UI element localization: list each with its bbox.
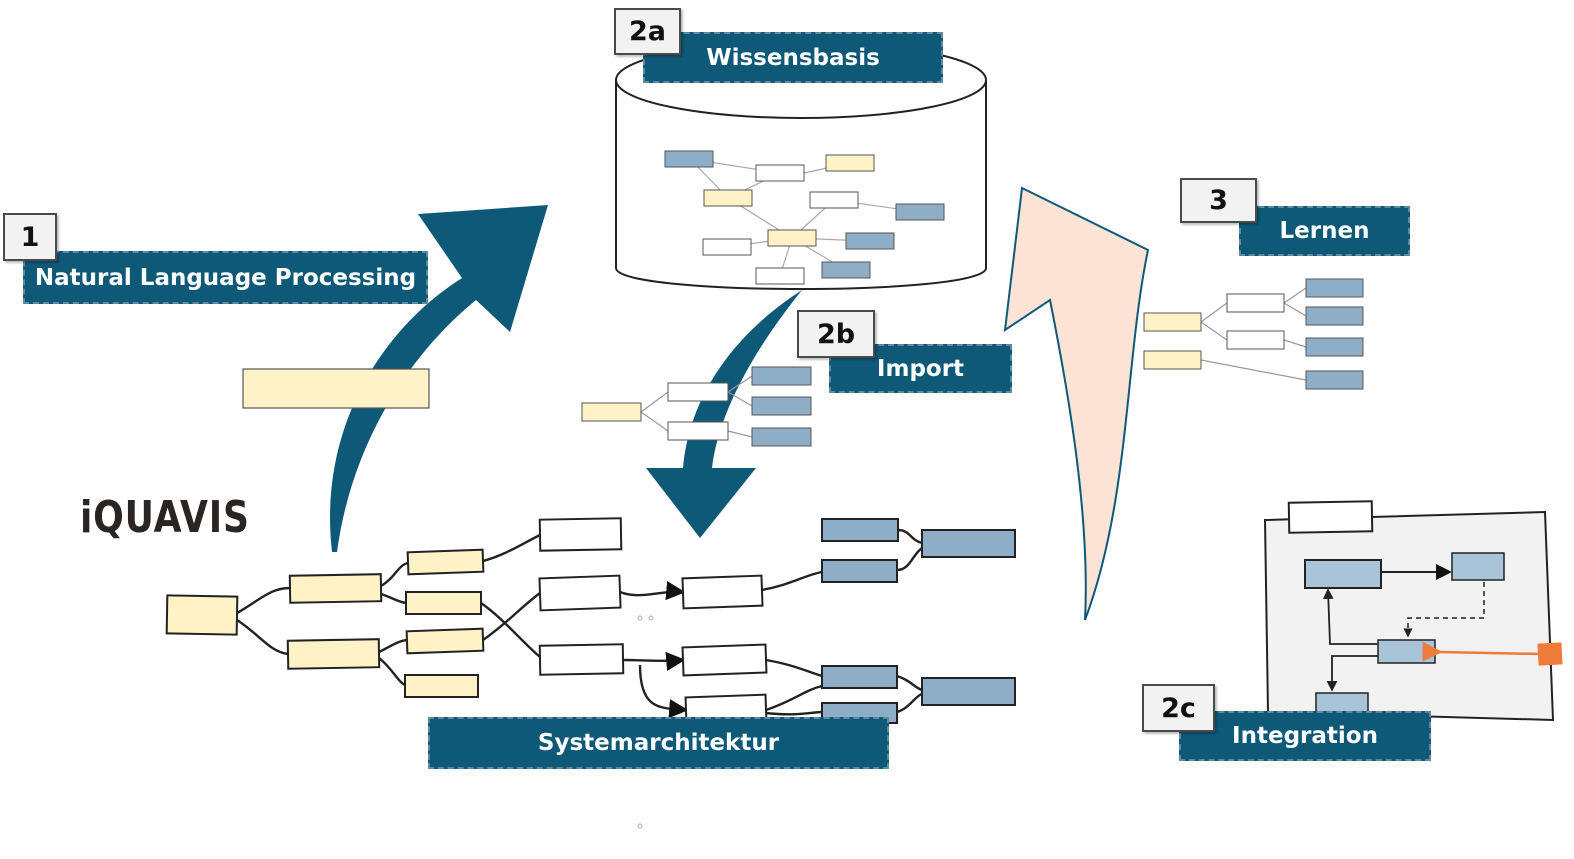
nlp-arrow bbox=[330, 205, 548, 552]
knowledge-base-label: Wissensbasis bbox=[643, 32, 943, 83]
step-2c-badge: 2c bbox=[1142, 684, 1215, 732]
knowledge-graph-nodes bbox=[664, 150, 945, 285]
step-2b-badge: 2b bbox=[797, 310, 875, 358]
step-3-badge: 3 bbox=[1180, 178, 1257, 223]
step-1-badge: 1 bbox=[3, 213, 57, 261]
nlp-label: Natural Language Processing bbox=[23, 251, 428, 304]
learning-label: Lernen bbox=[1239, 206, 1410, 256]
import-arrow bbox=[646, 290, 802, 538]
import-tree bbox=[581, 366, 812, 447]
learning-arrow bbox=[1003, 186, 1150, 621]
import-label: Import bbox=[829, 344, 1012, 393]
nlp-yellow-box bbox=[242, 368, 430, 409]
system-architecture-label: Systemarchitektur bbox=[428, 717, 889, 769]
learning-tree bbox=[1143, 278, 1364, 390]
iquavis-logo: iQUAVIS bbox=[80, 492, 250, 543]
system-architecture-diagram bbox=[165, 517, 1016, 829]
integration-sketch bbox=[1263, 500, 1563, 722]
integration-label: Integration bbox=[1179, 711, 1431, 761]
step-2a-badge: 2a bbox=[614, 8, 681, 55]
